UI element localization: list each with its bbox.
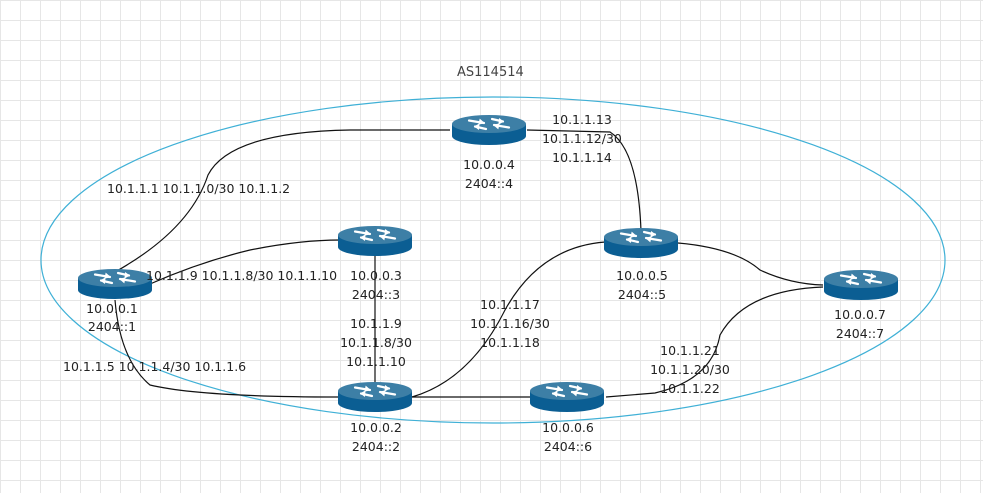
link-label-r3-r2-b: 10.1.1.8/30 xyxy=(340,335,412,350)
router-icon-r5 xyxy=(602,226,680,260)
link-label-r2-r5-c: 10.1.1.18 xyxy=(480,335,540,350)
link-label-r6-r7-b: 10.1.1.20/30 xyxy=(650,362,730,377)
router-icon-r3 xyxy=(336,224,414,258)
link-label-r4-r5-b: 10.1.1.12/30 xyxy=(542,131,622,146)
router-r6-addr: 10.0.0.6 xyxy=(542,420,594,435)
router-r4-addr: 10.0.0.4 xyxy=(463,157,515,172)
router-icon-r6 xyxy=(528,380,606,414)
router-r1-addr: 10.0.0.1 xyxy=(86,301,138,316)
router-r5-v6: 2404::5 xyxy=(618,287,666,302)
link-r1-r4 xyxy=(114,129,450,273)
router-r2-v6: 2404::2 xyxy=(352,439,400,454)
router-r4-v6: 2404::4 xyxy=(465,176,513,191)
link-label-r3-r2-a: 10.1.1.9 xyxy=(350,316,402,331)
router-r7-addr: 10.0.0.7 xyxy=(834,307,886,322)
router-r7-v6: 2404::7 xyxy=(836,326,884,341)
router-r1-v6: 2404::1 xyxy=(88,319,136,334)
link-label-r3-r2-c: 10.1.1.10 xyxy=(346,354,406,369)
router-r6-v6: 2404::6 xyxy=(544,439,592,454)
router-r2-addr: 10.0.0.2 xyxy=(350,420,402,435)
link-r4-r5 xyxy=(526,129,642,232)
router-r3-addr: 10.0.0.3 xyxy=(350,268,402,283)
link-r1-r2 xyxy=(114,299,339,398)
link-r1-r3 xyxy=(149,239,341,285)
router-r3-v6: 2404::3 xyxy=(352,287,400,302)
link-label-r2-r5-b: 10.1.1.16/30 xyxy=(470,316,550,331)
link-label-r6-r7-a: 10.1.1.21 xyxy=(660,343,720,358)
as-boundary-ellipse xyxy=(40,96,946,424)
link-r6-r7 xyxy=(605,286,824,398)
link-label-r4-r5-a: 10.1.1.13 xyxy=(552,112,612,127)
as-label: AS114514 xyxy=(457,65,524,80)
router-icon-r4 xyxy=(450,113,528,147)
link-label-r1-r4: 10.1.1.1 10.1.1.0/30 10.1.1.2 xyxy=(107,181,290,196)
router-icon-r2 xyxy=(336,380,414,414)
link-label-r1-r3: 10.1.1.9 10.1.1.8/30 10.1.1.10 xyxy=(146,268,337,283)
link-label-r6-r7-c: 10.1.1.22 xyxy=(660,381,720,396)
link-label-r4-r5-c: 10.1.1.14 xyxy=(552,150,612,165)
link-r2-r5 xyxy=(411,241,606,398)
link-label-r2-r5-a: 10.1.1.17 xyxy=(480,297,540,312)
router-icon-r1 xyxy=(76,267,154,301)
link-label-r1-r2: 10.1.1.5 10.1.1.4/30 10.1.1.6 xyxy=(63,359,246,374)
router-r5-addr: 10.0.0.5 xyxy=(616,268,668,283)
router-icon-r7 xyxy=(822,268,900,302)
link-r5-r7 xyxy=(677,242,824,286)
